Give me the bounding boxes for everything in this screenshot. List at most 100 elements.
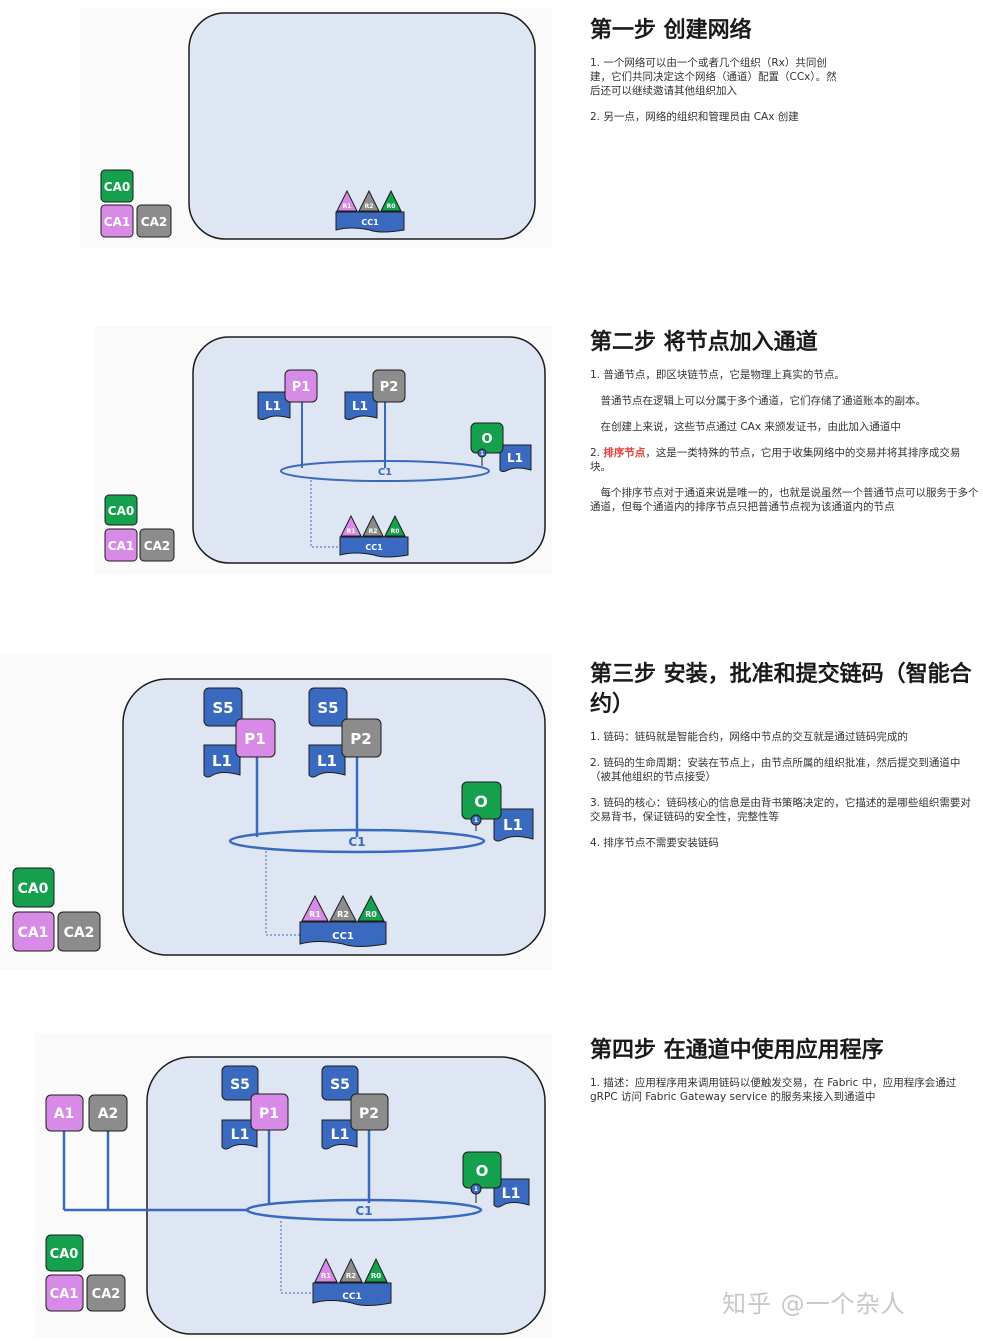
orderer-highlight: 排序节点 (603, 447, 646, 459)
c1-label: C1 (348, 835, 365, 849)
ca1-label: CA1 (108, 539, 134, 553)
ca0-label: CA0 (108, 504, 134, 518)
r2-label: R2 (365, 203, 374, 210)
step1-title: 第一步 创建网络 (590, 18, 752, 43)
ca1-box: CA1 (12, 911, 55, 952)
step2-para5: 每个排序节点对于通道来说是唯一的，也就是说虽然一个普通节点可以服务于多个通道，但… (590, 487, 979, 513)
ca0-label: CA0 (18, 881, 49, 897)
ca0-box: CA0 (45, 1234, 84, 1272)
p1-label: P1 (259, 1106, 279, 1122)
ca1-box: CA1 (104, 528, 138, 562)
diagram-step4: C1 A1 A2 S5 L1 P1 S5 L1 P2 L1 O (35, 1033, 552, 1338)
diagram-step1: CA0 CA1 CA2 R1 R2 R0 CC1 (80, 8, 552, 248)
ca2-label: CA2 (64, 925, 95, 941)
step2-title: 第二步 将节点加入通道 (590, 330, 818, 355)
step1-para2: 2. 另一点，网络的组织和管理员由 CAx 创建 (590, 111, 799, 123)
chaincode-s5-p2: S5 (321, 1065, 359, 1101)
o-label: O (474, 792, 488, 811)
ca0-box: CA0 (100, 169, 134, 203)
orderer-o: O 1 (462, 1151, 502, 1195)
ca2-box: CA2 (86, 1274, 126, 1312)
a2-label: A2 (98, 1106, 119, 1122)
step2-text: 第二步 将节点加入通道 1. 普通节点，即区块链节点，它是物理上真实的节点。 普… (590, 328, 980, 526)
s5-label: S5 (212, 699, 233, 717)
r0-label: R0 (371, 1272, 381, 1280)
step2-para4-rest: ，这是一类特殊的节点，它用于收集网络中的交易并将其排序成交易块。 (590, 447, 961, 473)
s5-label: S5 (330, 1077, 350, 1093)
ca2-label: CA2 (144, 539, 170, 553)
l1-label: L1 (352, 399, 368, 413)
diagram-step3: C1 S5 L1 P1 S5 L1 P2 L1 O 1 CA0 (0, 655, 552, 971)
peer-p1: P1 (250, 1093, 289, 1131)
ledger-l1-p2: L1 (308, 744, 346, 778)
step1-para1: 1. 一个网络可以由一个或者几个组织（Rx）共同创建，它们共同决定这个网络（通道… (590, 57, 837, 97)
chaincode-s5-p1: S5 (203, 687, 243, 727)
p2-label: P2 (350, 730, 371, 748)
r2-label: R2 (369, 528, 378, 535)
ca1-label: CA1 (18, 925, 49, 941)
ordinal-label: 1 (474, 1186, 478, 1193)
ledger-l1-p1: L1 (257, 391, 291, 420)
cc1-label: CC1 (342, 1292, 361, 1302)
r2-label: R2 (346, 1272, 356, 1280)
ledger-l1-p2: L1 (321, 1119, 358, 1150)
p2-label: P2 (359, 1106, 379, 1122)
cc1-label: CC1 (365, 543, 383, 552)
ca2-box: CA2 (139, 528, 175, 562)
config-cc1: R1 R2 R0 CC1 (339, 514, 409, 558)
peer-p2: P2 (350, 1093, 389, 1131)
step4-para1: 1. 描述：应用程序用来调用链码以便触发交易，在 Fabric 中，应用程序会通… (590, 1077, 957, 1103)
peer-p1: P1 (235, 718, 276, 758)
cc1-label: CC1 (361, 218, 379, 227)
ca2-box: CA2 (136, 204, 172, 238)
step2-para2: 普通节点在逻辑上可以分属于多个通道，它们存储了通道账本的副本。 (590, 395, 926, 407)
ca1-label: CA1 (104, 215, 130, 229)
ledger-l1-p2: L1 (344, 391, 378, 420)
application-a1: A1 (45, 1094, 84, 1132)
config-cc1: R1 R2 R0 CC1 (299, 894, 387, 947)
ordinal-label: 1 (474, 817, 478, 824)
s5-label: S5 (317, 699, 338, 717)
peer-p2: P2 (341, 718, 382, 758)
ordinal-label: 1 (480, 451, 484, 457)
channel-c1 (245, 1198, 483, 1222)
l1-label: L1 (331, 1127, 350, 1143)
s5-label: S5 (230, 1077, 250, 1093)
diagram-step2: C1 L1 P1 L1 P2 L1 O 1 CA0 CA1 CA2 (95, 325, 552, 575)
ledger-l1-orderer: L1 (499, 444, 532, 472)
ca1-box: CA1 (100, 204, 134, 238)
peer-p2: P2 (372, 369, 406, 403)
step1-text: 第一步 创建网络 1. 一个网络可以由一个或者几个组织（Rx）共同创建，它们共同… (590, 16, 840, 136)
step2-para4-prefix: 2. (590, 447, 604, 459)
l1-label: L1 (231, 1127, 250, 1143)
l1-label: L1 (502, 1186, 521, 1202)
ca2-box: CA2 (57, 911, 101, 952)
step2-para3: 在创建上来说，这些节点通过 CAx 来颁发证书，由此加入通道中 (590, 421, 901, 433)
ca2-label: CA2 (141, 215, 167, 229)
o-label: O (481, 432, 492, 447)
step3-para2: 2. 链码的生命周期：安装在节点上，由节点所属的组织批准，然后提交到通道中（被其… (590, 757, 961, 783)
step2-para4: 2. 排序节点，这是一类特殊的节点，它用于收集网络中的交易并将其排序成交易块。 (590, 446, 980, 474)
ledger-l1-p1: L1 (221, 1119, 258, 1150)
l1-label: L1 (317, 752, 337, 770)
r2-label: R2 (337, 910, 349, 919)
step2-para1: 1. 普通节点，即区块链节点，它是物理上真实的节点。 (590, 369, 845, 381)
ca0-label: CA0 (50, 1247, 79, 1262)
peer-p1: P1 (284, 369, 318, 403)
config-cc1: R1 R2 R0 CC1 (335, 189, 405, 233)
application-a2: A2 (88, 1094, 128, 1132)
ledger-l1-p1: L1 (203, 744, 241, 778)
p1-label: P1 (244, 730, 265, 748)
step3-para3: 3. 链码的核心：链码核心的信息是由背书策略决定的，它描述的是哪些组织需要对交易… (590, 797, 971, 823)
r1-label: R1 (309, 910, 321, 919)
ca1-box: CA1 (45, 1274, 84, 1312)
c1-label: C1 (355, 1204, 372, 1218)
step3-title: 第三步 安装，批准和提交链码（智能合约） (590, 662, 972, 717)
l1-label: L1 (265, 399, 281, 413)
step4-title: 第四步 在通道中使用应用程序 (590, 1038, 884, 1063)
l1-label: L1 (507, 451, 523, 465)
channel-c1 (280, 460, 490, 482)
chaincode-s5-p2: S5 (308, 687, 348, 727)
r0-label: R0 (365, 910, 377, 919)
chaincode-s5-p1: S5 (221, 1065, 259, 1101)
